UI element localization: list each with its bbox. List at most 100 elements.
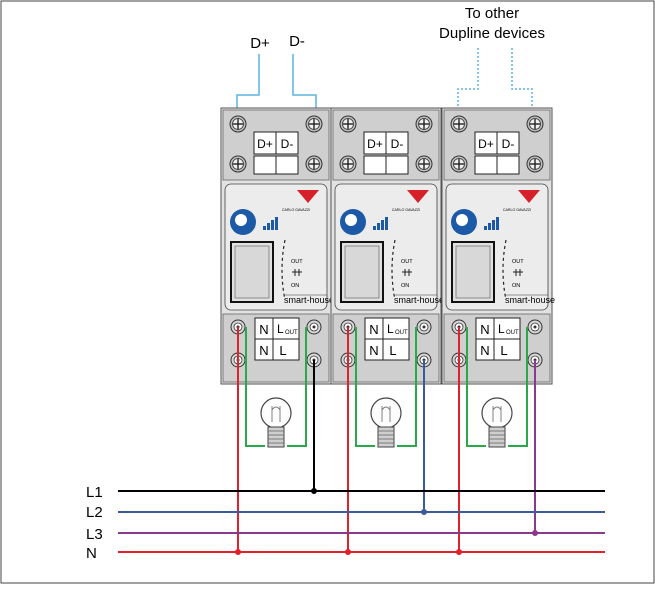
load-wire-neutral <box>355 327 375 447</box>
terminal-lout-label: L <box>387 322 394 336</box>
signal-bar <box>484 226 487 230</box>
product-label: smart-house <box>505 295 555 305</box>
screw-icon <box>416 319 432 335</box>
screw-icon <box>450 155 468 173</box>
load-wire-out <box>287 327 307 447</box>
logo-highlight <box>235 214 247 226</box>
switch-out-label: OUT <box>401 259 413 265</box>
screw-icon <box>526 115 544 133</box>
screw-icon <box>526 155 544 173</box>
signal-bar <box>492 220 495 230</box>
lamp-icon <box>260 397 292 448</box>
power-lines <box>118 490 605 553</box>
screw-icon <box>229 155 247 173</box>
bus-wire-other-d-minus <box>511 48 533 108</box>
lamp-glass <box>481 397 513 429</box>
terminal-l-label: L <box>389 343 396 358</box>
switch-on-label: ON <box>401 283 409 289</box>
switch-on-label: ON <box>512 283 520 289</box>
terminal-n-label: N <box>369 322 378 337</box>
label-d-minus: D- <box>289 33 305 50</box>
screw-icon <box>527 319 543 335</box>
screw-icon <box>450 115 468 133</box>
signal-bar <box>385 217 388 230</box>
lamp-filament <box>381 406 391 422</box>
screw-icon <box>305 115 323 133</box>
brand-label: CARLO GAVAZZI <box>392 208 420 212</box>
load-wire-out <box>508 327 528 447</box>
screw-icon <box>339 115 357 133</box>
lamp-glass <box>260 397 292 429</box>
switch-on-label: ON <box>291 283 299 289</box>
line-label-l3: L3 <box>86 526 103 543</box>
product-label: smart-house <box>394 295 444 305</box>
load-wire-neutral <box>466 327 486 447</box>
signal-bar <box>263 226 266 230</box>
brand-triangle-icon <box>407 190 429 203</box>
screw-icon <box>306 319 322 335</box>
signal-bar <box>488 223 491 230</box>
signal-bar <box>271 220 274 230</box>
logo-highlight <box>345 214 357 226</box>
lamp-filament <box>492 406 502 422</box>
terminal-n-label: N <box>259 322 268 337</box>
switch-arc <box>391 239 396 301</box>
product-label: smart-house <box>284 295 334 305</box>
line-label-l2: L2 <box>86 504 103 521</box>
terminal-l-label: L <box>500 343 507 358</box>
terminal-lout-sub-label: OUT <box>395 330 408 336</box>
brand-label: CARLO GAVAZZI <box>282 208 310 212</box>
manual-button-inner <box>234 245 270 299</box>
load-wire-neutral <box>245 327 265 447</box>
screw-icon <box>305 155 323 173</box>
switch-out-label: OUT <box>291 259 303 265</box>
manual-button-inner <box>344 245 380 299</box>
load-wire-out <box>397 327 417 447</box>
brand-label: CARLO GAVAZZI <box>503 208 531 212</box>
line-label-n: N <box>86 545 97 562</box>
screw-icon <box>339 155 357 173</box>
terminal-lout-sub-label: OUT <box>285 330 298 336</box>
terminal-d-plus-label: D+ <box>257 137 273 151</box>
switch-arc <box>281 239 286 301</box>
terminal-d-minus-label: D- <box>281 137 294 151</box>
signal-bar <box>381 220 384 230</box>
manual-button-inner <box>455 245 491 299</box>
terminal-lout-label: L <box>277 322 284 336</box>
lamp-base <box>488 426 506 448</box>
other-devices-line2: Dupline devices <box>439 25 545 42</box>
terminal-lout-label: L <box>498 322 505 336</box>
terminal-d-minus-label: D- <box>502 137 515 151</box>
lamp-icon <box>370 397 402 448</box>
terminal-d-plus-label: D+ <box>478 137 494 151</box>
switch-out-label: OUT <box>512 259 524 265</box>
screw-icon <box>415 155 433 173</box>
other-devices-line1: To other <box>465 5 519 22</box>
terminal-n-label: N <box>480 343 489 358</box>
line-label-l1: L1 <box>86 484 103 501</box>
bus-wire-d-minus <box>292 54 317 110</box>
screw-icon <box>415 115 433 133</box>
terminal-l-label: L <box>279 343 286 358</box>
terminal-n-label: N <box>369 343 378 358</box>
terminal-n-label: N <box>259 343 268 358</box>
signal-bar <box>496 217 499 230</box>
logo-highlight <box>456 214 468 226</box>
brand-triangle-icon <box>297 190 319 203</box>
signal-bar <box>267 223 270 230</box>
bus-wire-d-plus <box>236 54 260 110</box>
terminal-d-minus-label: D- <box>391 137 404 151</box>
brand-triangle-icon <box>518 190 540 203</box>
bus-wire-other-d-plus <box>457 48 479 108</box>
lamp-icon <box>481 397 513 448</box>
switch-arc <box>502 239 507 301</box>
lamp-glass <box>370 397 402 429</box>
lamp-base <box>267 426 285 448</box>
lamp-filament <box>271 406 281 422</box>
